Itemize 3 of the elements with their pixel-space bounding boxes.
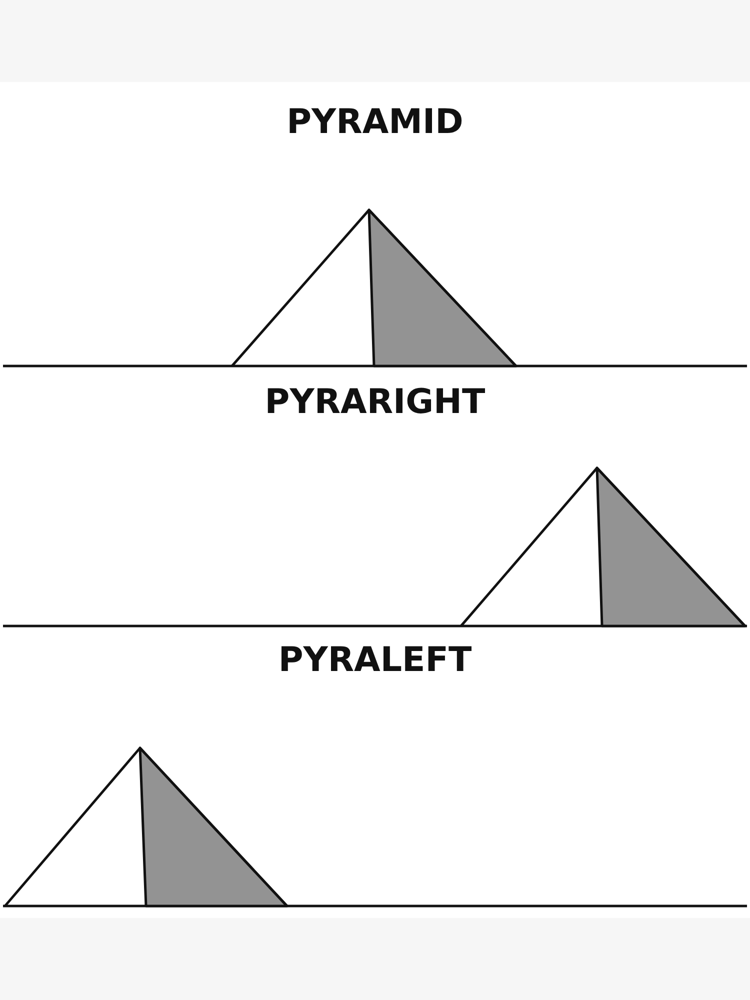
- panel-title: PYRARIGHT: [264, 382, 486, 422]
- panel-title: PYRAMID: [286, 102, 464, 142]
- panel-title: PYRALEFT: [278, 640, 472, 680]
